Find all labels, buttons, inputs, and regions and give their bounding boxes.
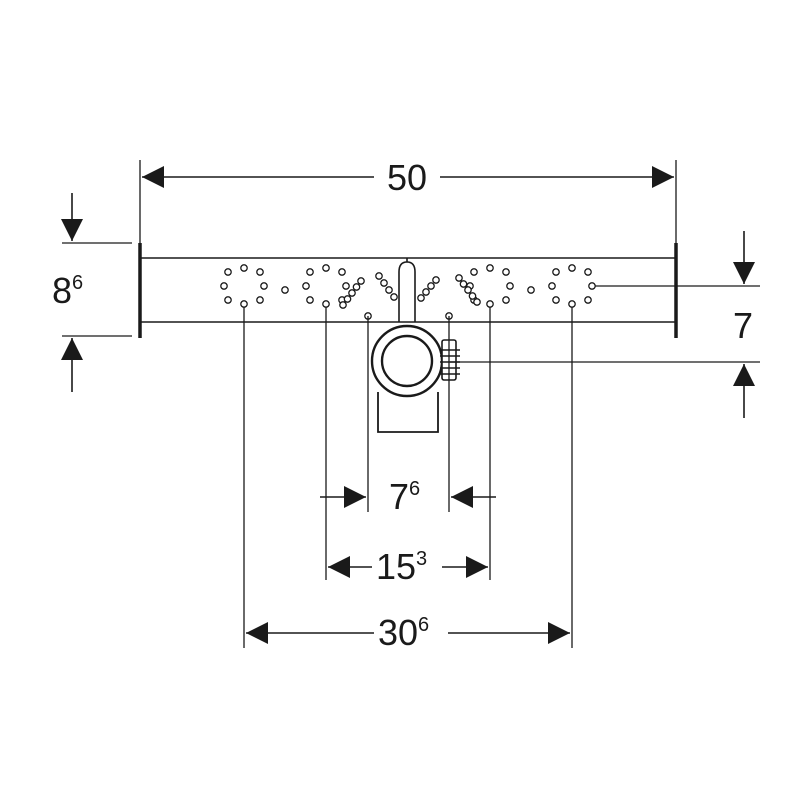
mounting-hole bbox=[302, 282, 310, 290]
label-overall-width: 50 bbox=[387, 157, 427, 198]
extension-lines bbox=[62, 160, 760, 648]
mounting-hole bbox=[322, 300, 330, 308]
mounting-hole bbox=[552, 268, 560, 276]
label-middle-spacing: 153 bbox=[376, 546, 427, 587]
mounting-hole bbox=[240, 300, 248, 308]
clamp bbox=[440, 339, 460, 381]
mounting-hole bbox=[502, 268, 510, 276]
label-pipe-offset: 7 bbox=[733, 305, 753, 346]
mounting-hole bbox=[548, 282, 556, 290]
mounting-hole bbox=[260, 282, 268, 290]
mounting-hole bbox=[220, 282, 228, 290]
mounting-hole bbox=[380, 279, 388, 287]
mounting-hole bbox=[343, 295, 352, 303]
mounting-hole bbox=[486, 264, 494, 272]
mounting-hole bbox=[306, 268, 314, 276]
mounting-hole bbox=[568, 264, 576, 272]
mounting-hole bbox=[224, 296, 232, 304]
mounting-hole bbox=[473, 298, 481, 306]
label-outer-spacing: 306 bbox=[378, 612, 429, 653]
mounting-hole bbox=[468, 292, 477, 300]
label-frame-height: 86 bbox=[52, 270, 83, 311]
mounting-hole bbox=[342, 282, 350, 290]
mounting-hole bbox=[422, 288, 430, 296]
mounting-hole bbox=[256, 268, 264, 276]
mounting-hole bbox=[306, 296, 314, 304]
mounting-hole bbox=[464, 286, 472, 294]
mounting-hole bbox=[256, 296, 264, 304]
mounting-hole bbox=[506, 282, 514, 290]
mounting-hole bbox=[417, 294, 425, 302]
mounting-hole bbox=[385, 286, 393, 294]
mounting-holes bbox=[220, 264, 596, 320]
mounting-hole bbox=[552, 296, 560, 304]
mounting-hole bbox=[240, 264, 248, 272]
mounting-hole bbox=[588, 282, 596, 290]
mounting-hole bbox=[470, 268, 478, 276]
mounting-hole bbox=[486, 300, 494, 308]
label-inner-spacing: 76 bbox=[389, 476, 420, 517]
mounting-hole bbox=[459, 280, 468, 288]
mounting-hole bbox=[352, 283, 361, 291]
mounting-hole bbox=[568, 300, 576, 308]
mounting-hole bbox=[281, 286, 289, 294]
mounting-hole bbox=[455, 274, 463, 282]
mounting-hole bbox=[432, 276, 440, 284]
mounting-hole bbox=[348, 289, 356, 297]
mounting-hole bbox=[357, 277, 365, 285]
mounting-hole bbox=[339, 301, 347, 309]
mounting-hole bbox=[584, 268, 592, 276]
mounting-hole bbox=[584, 296, 592, 304]
mounting-hole bbox=[390, 293, 398, 301]
mounting-frame bbox=[138, 243, 678, 338]
mounting-hole bbox=[375, 272, 383, 280]
mounting-hole bbox=[322, 264, 330, 272]
mounting-hole bbox=[224, 268, 232, 276]
mounting-hole bbox=[527, 286, 535, 294]
mounting-hole bbox=[502, 296, 510, 304]
mounting-hole bbox=[427, 282, 435, 290]
mounting-hole bbox=[338, 268, 346, 276]
